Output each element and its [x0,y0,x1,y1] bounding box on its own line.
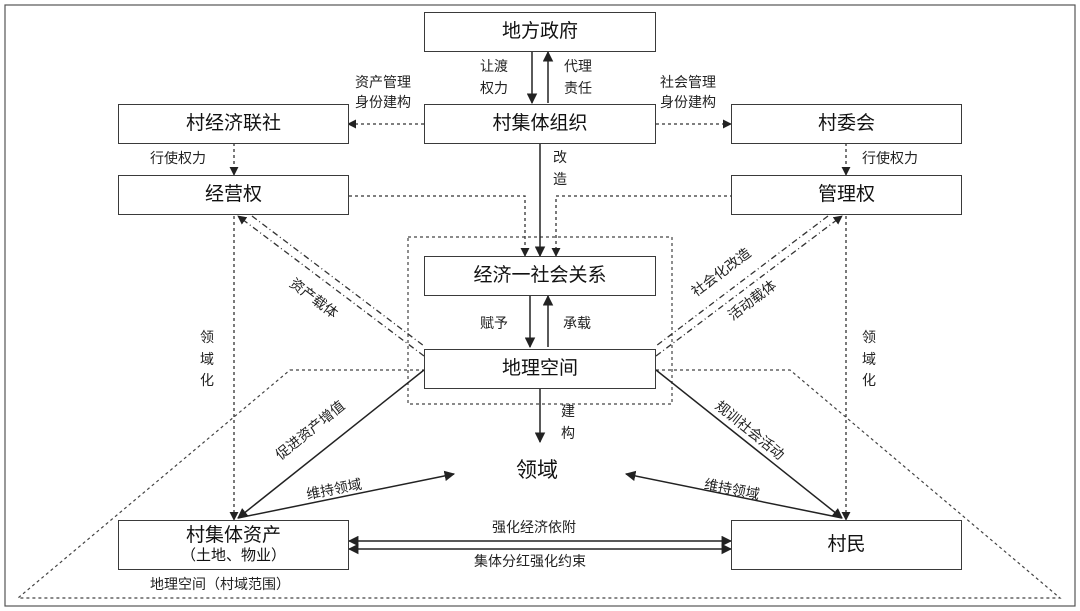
arrow-promote-asset [237,369,425,519]
label-asset-mgmt: 资产管理身份建构 [355,75,411,111]
label-strengthen-econ: 强化经济依附 [492,520,576,536]
arrow-reform-right [551,195,733,257]
arrow-regulate-social [655,369,843,519]
node-econ-union: 村经济联社 [118,104,349,144]
node-label: 地方政府 [501,20,578,43]
label-construct: 建构 [561,404,575,442]
arrow-maintain-right [624,470,843,519]
label-territorialize-left: 领域化 [200,330,214,390]
arrow-asset-carrier [237,215,425,357]
node-econ-social-relation: 经济一社会关系 [424,256,656,296]
node-villagers: 村民 [731,520,962,570]
label-reform: 改造 [553,150,567,188]
node-label: 村委会 [817,112,875,135]
node-collective-assets: 村集体资产 （土地、物业） [118,520,349,570]
village-scope-trapezoid [16,369,1062,599]
node-label: 地理空间 [501,357,578,380]
node-geo-space: 地理空间 [424,349,656,389]
label-social-mgmt: 社会管理身份建构 [660,75,716,111]
node-village-committee: 村委会 [731,104,962,144]
outer-frame [4,4,1076,607]
node-label: 管理权 [817,183,875,206]
node-local-government: 地方政府 [424,12,656,52]
line-socialize-reform [655,215,829,347]
label-carry: 承载 [563,316,591,332]
label-transfer-power: 让渡权力 [480,59,508,97]
label-geo-scope: 地理空间（村域范围） [150,577,290,593]
arrow-reform-left [349,195,530,257]
node-sublabel: （土地、物业） [180,546,286,565]
node-management-right: 管理权 [731,175,962,215]
node-label: 村集体组织 [492,112,588,135]
node-label: 经营权 [204,183,262,206]
node-village-collective: 村集体组织 [424,104,656,144]
label-agent-duty: 代理责任 [564,59,592,97]
label-territorialize-right: 领域化 [862,330,876,390]
label-grant: 赋予 [480,316,508,332]
node-label: 经济一社会关系 [473,264,607,287]
node-label: 村集体资产 [185,524,281,547]
node-label: 村民 [827,533,866,556]
node-label: 村经济联社 [185,112,281,135]
label-exercise-power-left: 行使权力 [150,151,206,167]
line-asset-carrier [251,215,425,347]
territory-label: 领域 [516,458,558,482]
label-exercise-power-right: 行使权力 [862,151,918,167]
label-dividend: 集体分红强化约束 [474,554,586,570]
arrow-activity-carrier [655,215,843,357]
arrow-maintain-left [237,470,456,519]
node-operation-right: 经营权 [118,175,349,215]
